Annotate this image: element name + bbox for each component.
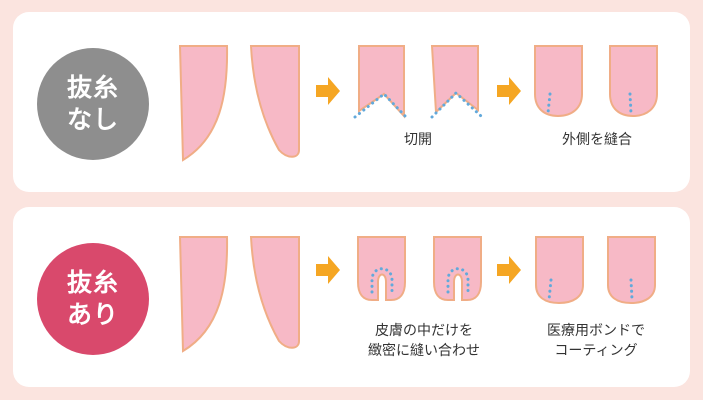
eyelid-shape	[249, 236, 300, 349]
inner-suture-dots	[370, 267, 394, 294]
arrow-right-icon	[497, 77, 521, 105]
arrow-right-icon	[316, 77, 340, 105]
caption-medical-bond: 医療用ボンドで コーティング	[547, 323, 645, 359]
badge-line-2: あり	[66, 300, 119, 329]
incision-dots	[353, 91, 409, 120]
eyelid-shape	[249, 45, 300, 158]
badge-line-1: 抜糸	[66, 73, 119, 102]
bond-dots	[629, 278, 634, 301]
badge-line-1: 抜糸	[66, 268, 119, 297]
badge-with-suture-removal: 抜糸 あり	[37, 243, 149, 355]
bond-dots	[547, 278, 553, 302]
eyelid-incision-shape	[358, 45, 405, 119]
suture-dots	[628, 92, 633, 115]
caption-inner-suture: 皮膚の中だけを 緻密に縫い合わせ	[368, 323, 480, 359]
arrow-right-icon	[497, 256, 521, 284]
inner-suture-dots	[446, 267, 470, 294]
eyelid-incision-shape	[430, 45, 479, 115]
eyelid-bonded-shape	[607, 236, 656, 305]
arrow-right-icon	[316, 256, 340, 284]
eyelid-shape	[178, 236, 229, 353]
badge-line-2: なし	[66, 105, 119, 134]
eyelid-bonded-shape	[535, 236, 584, 305]
incision-dots	[430, 90, 483, 119]
caption-incision: 切開	[404, 132, 432, 148]
eyelid-shape	[178, 45, 229, 162]
badge-without-suture-removal: 抜糸 なし	[37, 48, 149, 160]
eyelid-sutured-shape	[534, 45, 583, 118]
suture-dots	[546, 92, 552, 115]
eyelid-sutured-shape	[609, 45, 658, 118]
caption-outer-suture: 外側を縫合	[562, 132, 632, 148]
